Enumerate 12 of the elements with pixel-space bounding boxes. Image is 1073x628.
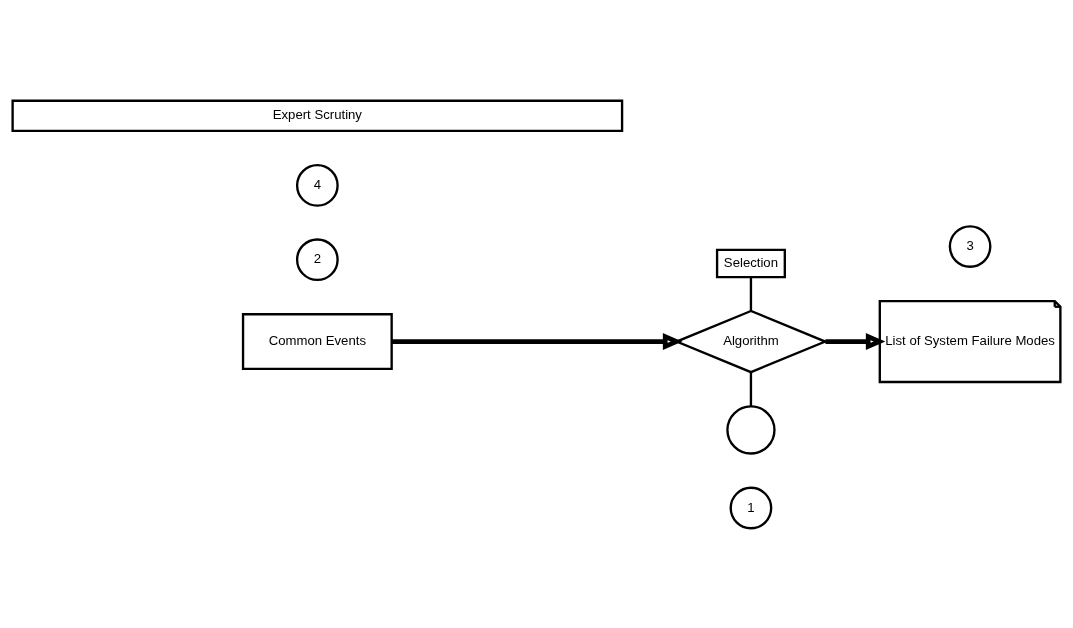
node-circle: 3: [948, 224, 992, 268]
arrow: [825, 332, 886, 350]
node-circle: 2: [295, 237, 339, 281]
node-box: Expert Scrutiny: [11, 99, 624, 132]
node-box: Common Events: [241, 312, 393, 370]
connector: [749, 276, 753, 311]
node-box: Selection: [715, 248, 786, 278]
arrow: [391, 332, 683, 350]
node-circle: 1: [729, 486, 773, 529]
node-circle: 4: [295, 163, 339, 207]
connector: [749, 371, 753, 406]
node-circle: [726, 404, 776, 455]
